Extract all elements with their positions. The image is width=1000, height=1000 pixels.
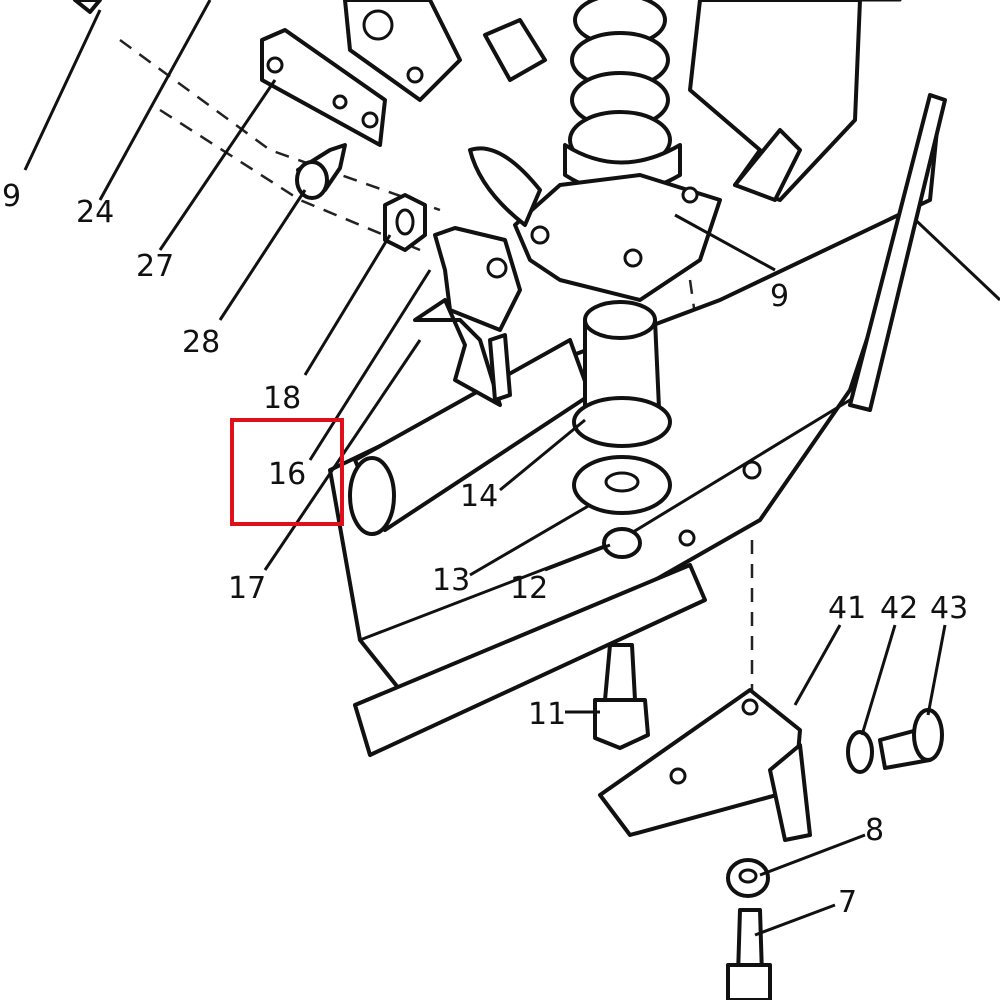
callout-labels: 9 24 27 28 18 16 17 9 14 13 12 41 42 43 … [2,179,968,920]
callout-24: 24 [76,195,114,230]
callout-7: 7 [838,885,857,920]
callout-12: 12 [510,571,548,606]
top-blocks [73,0,547,102]
hex-nut [383,193,427,252]
cable-line [903,208,1000,302]
small-bolt [295,143,347,200]
callout-11: 11 [528,697,566,732]
bushing-post [572,300,672,448]
callout-17: 17 [228,571,266,606]
pivot-bracket [468,146,722,302]
handle-bar [353,563,707,757]
callout-27: 27 [136,249,174,284]
link-plate [260,28,387,147]
callout-13: 13 [432,563,470,598]
spring-assembly [563,0,682,195]
lower-nut [726,858,770,898]
washer [572,455,672,515]
callout-41: 41 [828,591,866,626]
retaining-clip [602,527,642,559]
angle-bracket [598,688,812,842]
switch-block [413,226,522,407]
callout-8: 8 [865,813,884,848]
callout-42: 42 [880,591,918,626]
lower-stud [726,908,772,1000]
hex-bolt [593,643,650,750]
callout-9-right: 9 [770,279,789,314]
cap-bolt [878,708,944,770]
long-rod [848,93,947,412]
callout-28: 28 [182,325,220,360]
callout-14: 14 [460,479,498,514]
callout-16: 16 [268,457,306,492]
callout-18: 18 [263,381,301,416]
callout-9-left: 9 [2,179,21,214]
callout-43: 43 [930,591,968,626]
lock-washer [846,730,874,774]
upper-housing [688,0,902,202]
highlight-box [230,418,344,526]
